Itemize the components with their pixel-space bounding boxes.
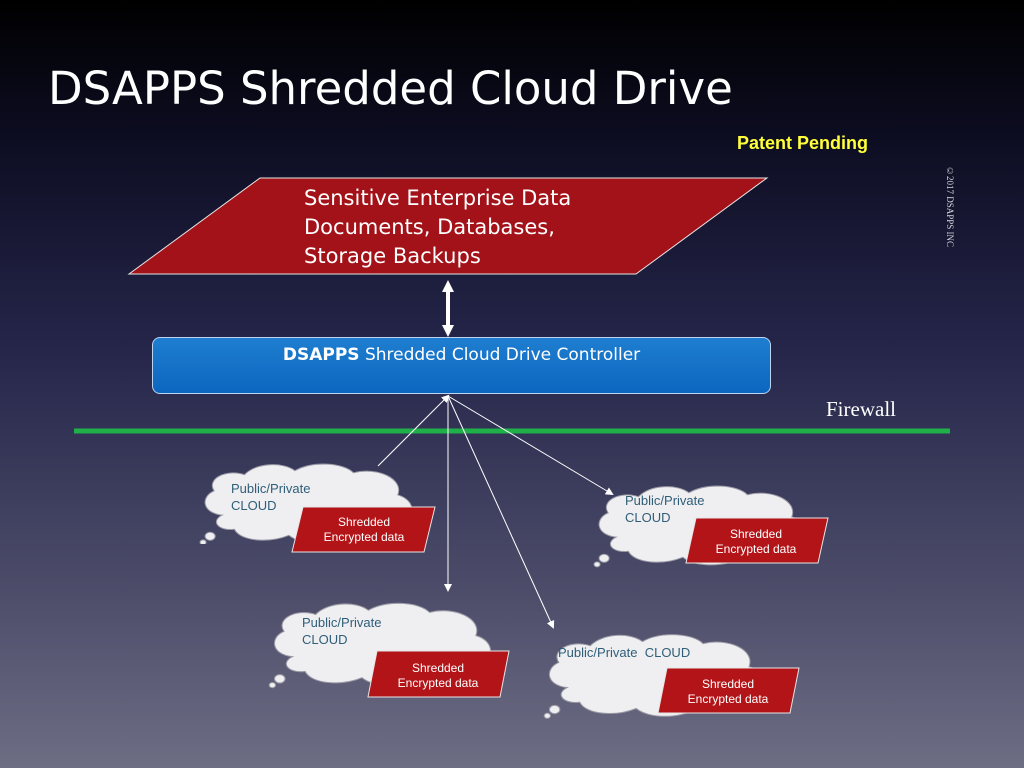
shredded-data-box: [367, 650, 510, 698]
controller-brand: DSAPPS: [282, 345, 360, 365]
shredded-label-line: Encrypted data: [397, 676, 479, 690]
cloud-label: Public/Private CLOUD: [231, 480, 310, 514]
controller-label: DSAPPS Shredded Cloud Drive Controller: [153, 345, 770, 365]
shredded-label-line: Shredded: [701, 677, 755, 691]
cloud-drive-controller: DSAPPS Shredded Cloud Drive Controller: [152, 337, 771, 394]
slide-title: DSAPPS Shredded Cloud Drive: [48, 62, 733, 115]
enterprise-data-line: Documents, Databases,: [304, 215, 555, 239]
shredded-label-line: Shredded: [337, 515, 391, 529]
cloud-label: Public/Private CLOUD: [302, 614, 381, 648]
shredded-label-line: Encrypted data: [687, 692, 769, 706]
controller-text: Shredded Cloud Drive Controller: [364, 345, 641, 365]
enterprise-data-line: Sensitive Enterprise Data: [304, 186, 572, 210]
enterprise-data-line: Storage Backups: [304, 244, 481, 268]
cloud-label-line: Public/Private: [625, 493, 705, 508]
shredded-label-line: Shredded: [729, 527, 783, 541]
shredded-data-label: Shredded Encrypted data: [374, 661, 502, 691]
shredded-data-label: Shredded Encrypted data: [692, 527, 820, 557]
cloud-label: Public/Private CLOUD: [558, 644, 690, 661]
cloud-label-line: CLOUD: [302, 632, 348, 647]
copyright-notice: ©2017 DSAPPS INC: [945, 166, 955, 248]
cloud-label-line: Public/Private: [302, 615, 382, 630]
enterprise-data-shape: [127, 177, 769, 275]
shredded-label-line: Shredded: [411, 661, 465, 675]
bidirectional-arrow: [442, 280, 454, 337]
cloud-label-line: CLOUD: [625, 510, 671, 525]
firewall-label: Firewall: [826, 397, 896, 421]
cloud-label: Public/Private CLOUD: [625, 492, 704, 526]
shredded-data-label: Shredded Encrypted data: [664, 677, 792, 707]
cloud-label-line: Public/Private CLOUD: [558, 645, 691, 660]
cloud-label-line: CLOUD: [231, 498, 277, 513]
enterprise-data-label: Sensitive Enterprise Data Documents, Dat…: [304, 184, 571, 271]
shredded-data-box: [657, 667, 800, 714]
shredded-data-box: [685, 517, 829, 564]
cloud-label-line: Public/Private: [231, 481, 311, 496]
shredded-data-label: Shredded Encrypted data: [300, 515, 428, 545]
connection-lines: [377, 394, 614, 629]
shredded-label-line: Encrypted data: [715, 542, 797, 556]
shredded-label-line: Encrypted data: [323, 530, 405, 544]
patent-pending-label: Patent Pending: [737, 133, 869, 153]
shredded-data-box: [291, 506, 436, 553]
